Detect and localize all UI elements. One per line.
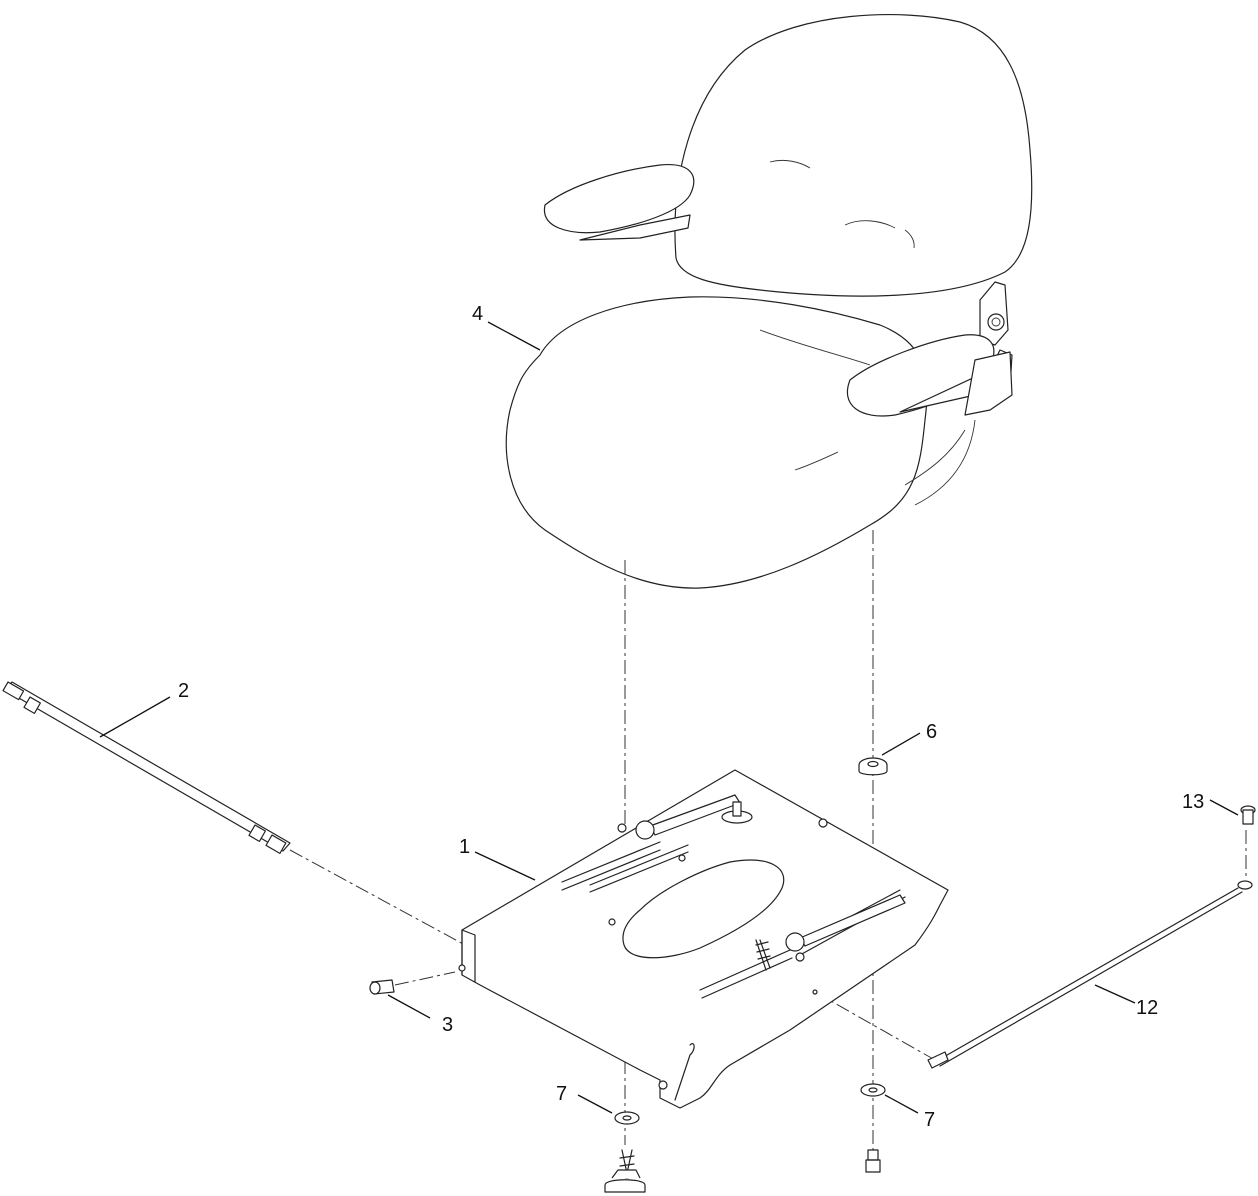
callout-6: 6 [926,721,937,743]
adjustment-rod [2,681,291,854]
left-armrest [543,163,695,234]
callout-labels: 4 2 1 3 6 7 7 12 13 [178,303,1204,1131]
seat [505,14,1033,589]
plate-spring [755,939,771,971]
seat-mounting-plate [458,769,949,1109]
callout-13: 13 [1182,791,1204,813]
bolt-bottom-right [865,1149,881,1173]
callout-2: 2 [178,680,189,702]
screw-13 [1240,805,1256,825]
plate-hairpin [674,1043,695,1101]
seat-cushion [505,296,928,589]
callout-7-left: 7 [556,1083,567,1105]
callout-7-right: 7 [924,1109,935,1131]
cable-12 [927,880,1253,1069]
plate-oval-cutout [622,859,785,959]
callout-1: 1 [459,836,470,858]
bolt-3 [369,979,395,995]
seat-hinge-bracket [979,281,1009,346]
spacer-6 [858,757,888,776]
callout-12: 12 [1136,997,1158,1019]
washer-7-right [860,1083,886,1097]
seat-backrest [674,14,1033,297]
callout-3: 3 [442,1014,453,1036]
callout-leaders [99,321,1239,1114]
callout-4: 4 [472,303,483,325]
hinge-knob [987,313,1005,331]
washer-7-left [614,1111,640,1125]
knob-fastener [604,1149,646,1193]
